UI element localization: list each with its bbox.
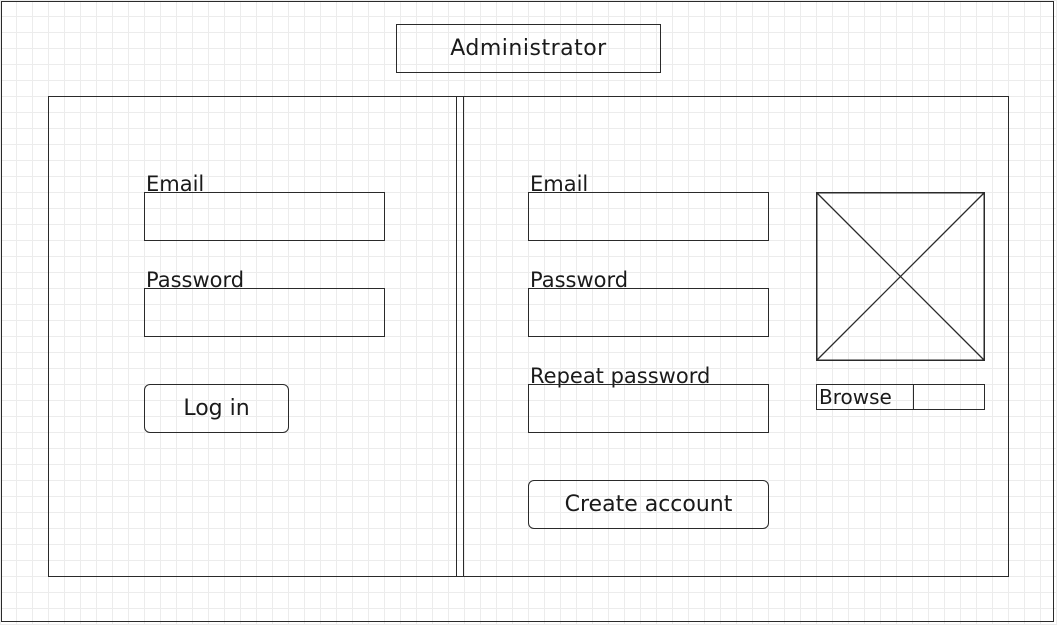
image-placeholder-icon	[816, 192, 985, 361]
register-repeat-password-label: Repeat password	[530, 364, 711, 388]
register-email-label: Email	[530, 172, 589, 196]
login-panel	[48, 96, 464, 577]
register-repeat-password-input[interactable]	[528, 384, 769, 433]
register-password-input[interactable]	[528, 288, 769, 337]
register-password-label: Password	[530, 268, 629, 292]
selected-file-name	[914, 385, 984, 409]
page-title: Administrator	[396, 24, 661, 73]
login-password-label: Password	[146, 268, 245, 292]
login-password-input[interactable]	[144, 288, 385, 337]
login-email-input[interactable]	[144, 192, 385, 241]
login-email-label: Email	[146, 172, 205, 196]
browse-button[interactable]: Browse	[817, 385, 914, 409]
page-title-text: Administrator	[450, 36, 607, 61]
register-email-input[interactable]	[528, 192, 769, 241]
login-button[interactable]: Log in	[144, 384, 289, 433]
register-panel	[456, 96, 1009, 577]
avatar-file-picker: Browse	[816, 384, 985, 410]
create-account-button[interactable]: Create account	[528, 480, 769, 529]
